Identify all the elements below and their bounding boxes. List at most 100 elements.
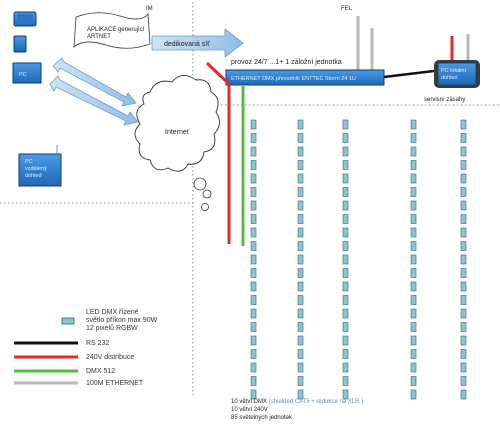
local-pc-line: dohled xyxy=(441,75,458,81)
lamp-unit xyxy=(297,173,304,184)
lamp-unit xyxy=(460,227,467,238)
summary-line-1: 10 větví DMX (shielded CAT5 + redukce na… xyxy=(231,399,363,405)
legend-rs232-label: RS 232 xyxy=(86,340,109,347)
lamp-unit xyxy=(297,295,304,305)
lamp-unit xyxy=(410,308,417,319)
lamp-unit xyxy=(410,200,417,211)
lamp-unit xyxy=(460,322,467,332)
service-label: servisní zásahy xyxy=(424,97,465,103)
lamp-unit xyxy=(410,160,417,170)
lamp-unit xyxy=(250,200,257,211)
lamp-unit xyxy=(410,241,417,251)
lamp-unit xyxy=(342,362,349,373)
lamp-unit xyxy=(342,376,349,386)
lamp-unit xyxy=(460,146,467,157)
lamp-unit xyxy=(297,227,304,238)
power-feed-line xyxy=(205,61,231,244)
lamp-unit xyxy=(250,119,257,130)
lamp-unit xyxy=(250,322,257,332)
lamp-unit xyxy=(460,335,467,346)
lamp-unit xyxy=(342,281,349,292)
legend-lamp-label: LED DMX řízené světlo příkon max 90W 12 … xyxy=(86,309,159,332)
lamp-unit xyxy=(460,295,467,305)
lamp-unit xyxy=(410,335,417,346)
software-box: APLIKACE generující ARTNET xyxy=(73,12,151,49)
lamp-unit xyxy=(460,362,467,373)
summary-dmx: 10 větví DMX xyxy=(231,399,267,405)
lamp-unit xyxy=(410,389,417,400)
remote-pc-line: vzdálený xyxy=(25,166,47,172)
lamp-unit xyxy=(297,335,304,346)
lamp-unit xyxy=(342,173,349,184)
legend-dmx-label: DMX 512 xyxy=(86,368,115,375)
lamp-unit xyxy=(297,268,304,278)
lamp-unit xyxy=(250,376,257,386)
remote-pc-box: PC vzdálený dohled xyxy=(18,145,62,187)
local-pc-label: PC lokální dohled xyxy=(441,68,468,81)
lamp-unit xyxy=(250,254,257,265)
lamp-unit xyxy=(342,187,349,197)
lamp-unit xyxy=(250,362,257,373)
lamp-grid xyxy=(250,119,467,400)
legend-lamp-swatch xyxy=(61,317,75,325)
lamp-unit xyxy=(250,160,257,170)
lamp-unit xyxy=(410,295,417,305)
lamp-unit xyxy=(342,160,349,170)
lamp-unit xyxy=(250,173,257,184)
lamp-unit xyxy=(297,214,304,224)
lamp-unit xyxy=(342,133,349,143)
lamp-unit xyxy=(342,227,349,238)
lamp-unit xyxy=(297,376,304,386)
lamp-unit xyxy=(410,227,417,238)
lamp-unit xyxy=(460,268,467,278)
lamp-unit xyxy=(410,349,417,359)
enclosure-label: ETHERNET DMX převodník ENTTEC Storm 24 1… xyxy=(231,76,356,82)
lamp-unit xyxy=(460,376,467,386)
monitor-icon xyxy=(13,11,37,27)
lamp-unit xyxy=(250,214,257,224)
local-pc-box: PC lokální dohled xyxy=(434,60,480,88)
legend-ethernet-label: 100M ETHERNET xyxy=(86,380,144,387)
legend: LED DMX řízené světlo příkon max 90W 12 … xyxy=(14,309,159,387)
lamp-unit xyxy=(297,389,304,400)
lamp-unit xyxy=(460,187,467,197)
lamp-unit xyxy=(460,214,467,224)
lamp-unit xyxy=(250,295,257,305)
legend-lamp-line: 12 pixelů RGBW xyxy=(86,324,138,332)
lamp-unit xyxy=(297,160,304,170)
lamp-unit xyxy=(460,254,467,265)
lamp-unit xyxy=(460,308,467,319)
lamp-unit xyxy=(410,362,417,373)
software-label: APLIKACE generující ARTNET xyxy=(87,27,146,40)
lamp-unit xyxy=(460,349,467,359)
lamp-unit xyxy=(250,268,257,278)
lamp-unit xyxy=(297,119,304,130)
lamp-unit xyxy=(297,322,304,332)
lamp-unit xyxy=(250,227,257,238)
lamp-unit xyxy=(460,173,467,184)
lamp-unit xyxy=(297,200,304,211)
remote-pc-label: PC vzdálený dohled xyxy=(25,159,48,179)
lamp-unit xyxy=(250,133,257,143)
dedicated-network-arrow: dedikovaná síť xyxy=(151,28,244,58)
lamp-unit xyxy=(250,335,257,346)
summary-dmx-note: (shielded CAT5 + redukce na XLR ) xyxy=(267,399,363,405)
lamp-unit xyxy=(342,200,349,211)
lamp-unit xyxy=(410,133,417,143)
lamp-unit xyxy=(297,241,304,251)
remote-pc-line: PC xyxy=(25,159,33,165)
tower-icon xyxy=(13,35,27,53)
remote-pc-line: dohled xyxy=(25,173,42,179)
cloud-icon: Internet xyxy=(134,75,220,211)
lamp-unit xyxy=(297,133,304,143)
lamp-unit xyxy=(342,254,349,265)
lamp-unit xyxy=(342,295,349,305)
lamp-unit xyxy=(297,308,304,319)
enclosure-bar: ETHERNET DMX převodník ENTTEC Storm 24 1… xyxy=(225,69,385,86)
lamp-unit xyxy=(250,308,257,319)
pc-box: PC xyxy=(12,62,42,84)
summary-line-3: 85 světelných jednotek xyxy=(231,415,293,421)
lamp-unit xyxy=(342,389,349,400)
rs232-line xyxy=(383,69,435,79)
